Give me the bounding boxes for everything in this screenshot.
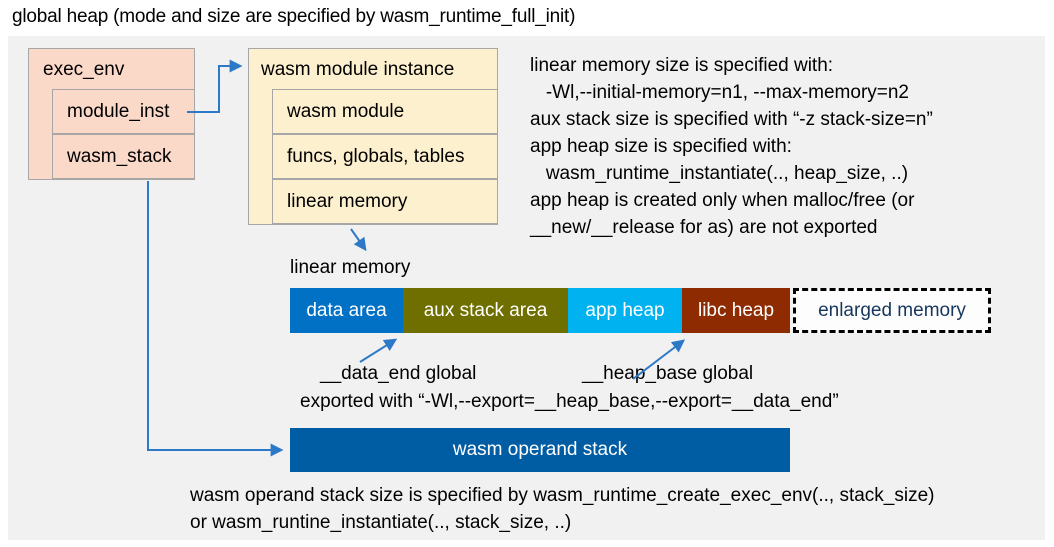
segment-enlarged-memory: enlarged memory — [793, 288, 991, 333]
notes-block: linear memory size is specified with: -W… — [530, 52, 933, 241]
note-line: linear memory size is specified with: — [530, 55, 834, 76]
page-title: global heap (mode and size are specified… — [12, 6, 576, 27]
note-line: app heap size is specified with: — [530, 136, 792, 157]
module-instance-title: wasm module instance — [261, 59, 455, 80]
wasm-stack-label: wasm_stack — [67, 145, 172, 167]
segment-aux-stack-area: aux stack area — [403, 288, 568, 333]
segment-data-area: data area — [290, 288, 403, 333]
module-instance-row-linear-memory: linear memory — [272, 179, 498, 224]
note-line: aux stack size is specified with “-z sta… — [530, 109, 933, 130]
note-line: app heap is created only when malloc/fre… — [530, 190, 915, 211]
module-instance-row-wasm-module: wasm module — [272, 89, 498, 134]
segment-libc-heap: libc heap — [682, 288, 790, 333]
exec-env-title: exec_env — [43, 59, 125, 80]
exec-env-row-wasm-stack: wasm_stack — [52, 134, 195, 179]
heap-base-global-label: __heap_base global — [582, 363, 754, 384]
note-line: -Wl,--initial-memory=n1, --max-memory=n2 — [530, 82, 909, 103]
data-end-global-label: __data_end global — [320, 363, 477, 384]
module-inst-label: module_inst — [67, 100, 170, 122]
wasm-module-label: wasm module — [287, 100, 405, 122]
funcs-globals-tables-label: funcs, globals, tables — [287, 145, 465, 167]
module-instance-row-funcs-globals-tables: funcs, globals, tables — [272, 134, 498, 179]
footer-line-2: or wasm_runtine_instantiate(.., stack_si… — [190, 512, 572, 533]
note-line: wasm_runtime_instantiate(.., heap_size, … — [530, 163, 909, 184]
segment-app-heap: app heap — [568, 288, 682, 333]
note-line: __new/__release for as) are not exported — [530, 217, 878, 238]
wasm-operand-stack-bar: wasm operand stack — [290, 428, 790, 472]
linear-memory-row-label: linear memory — [287, 190, 408, 212]
footer-line-1: wasm operand stack size is specified by … — [190, 485, 935, 506]
export-flags-label: exported with “-Wl,--export=__heap_base,… — [300, 391, 839, 412]
footer-note: wasm operand stack size is specified by … — [190, 482, 935, 536]
linear-memory-label: linear memory — [290, 257, 411, 278]
exec-env-row-module-inst: module_inst — [52, 89, 195, 134]
